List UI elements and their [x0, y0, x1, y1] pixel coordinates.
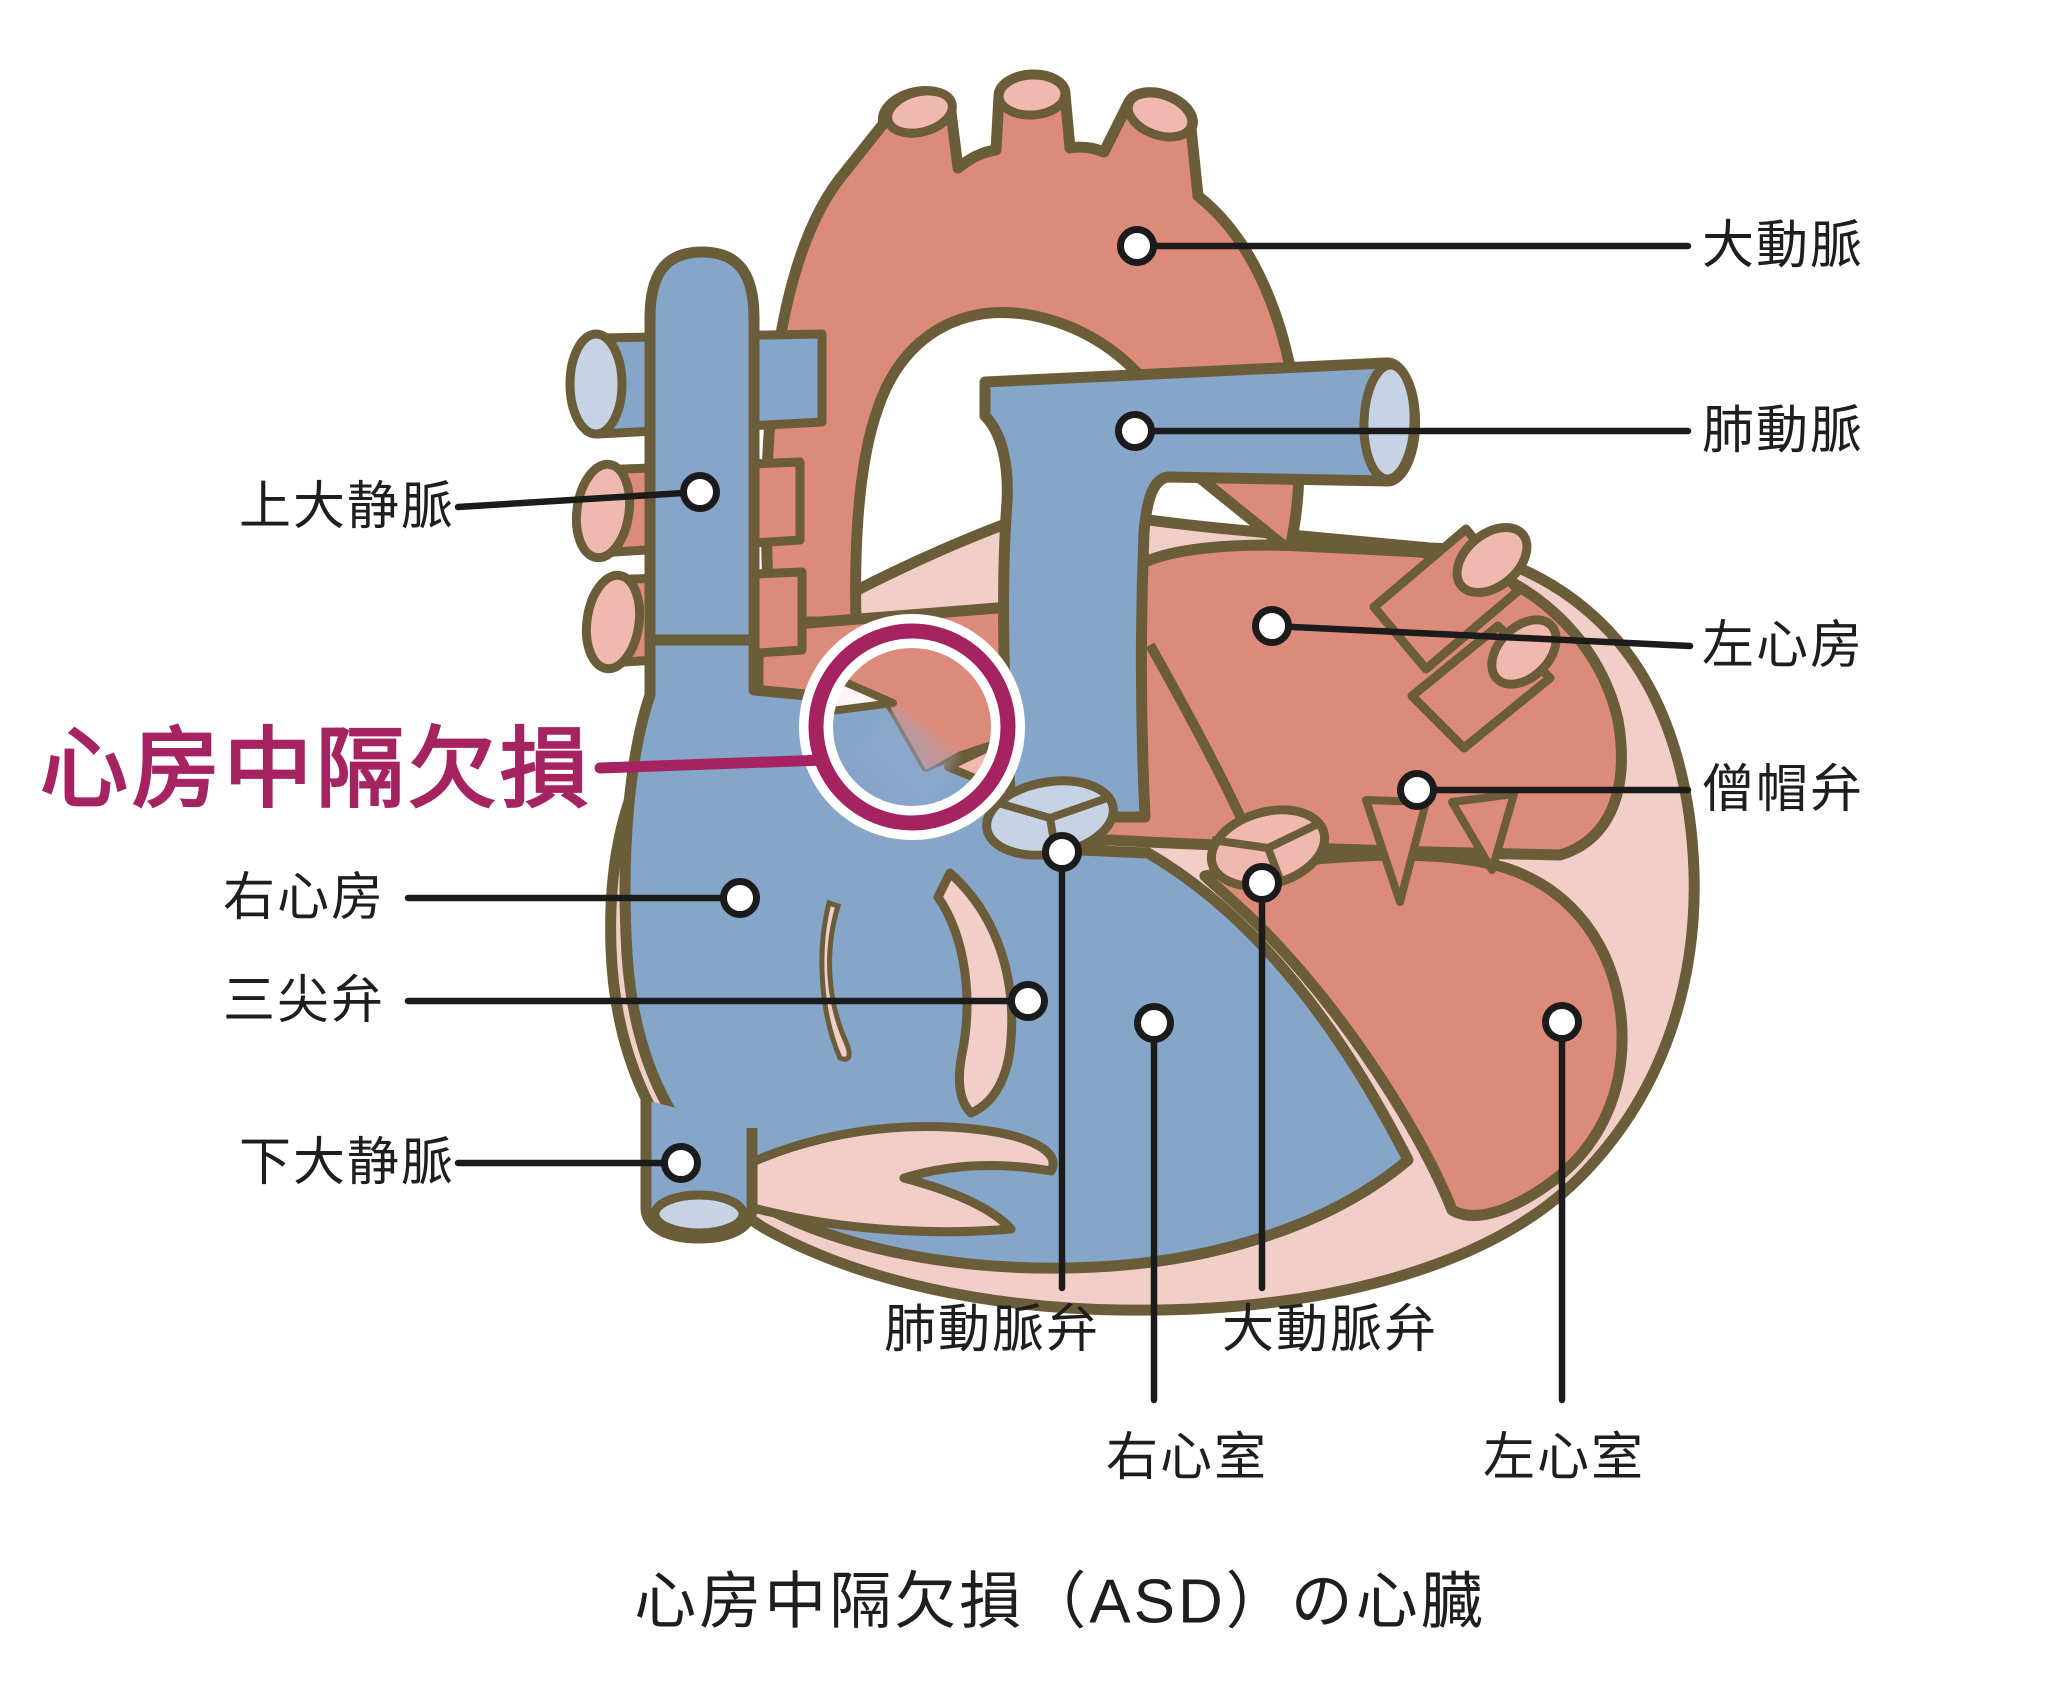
crista-strand [819, 899, 852, 1062]
pulmonary-artery-cut [1359, 360, 1419, 484]
pulmonary-vein-cut-1 [1452, 522, 1532, 598]
superior-vena-cava-shape [644, 246, 760, 654]
pulmonary-artery-dot [1115, 411, 1155, 451]
inferior-vena-cava-outline [640, 1100, 758, 1244]
label-pulmonary-artery: 肺動脈 [1702, 402, 1864, 460]
aorta-dot [1117, 226, 1157, 266]
mitral-leaflet-2 [1448, 790, 1518, 874]
right-ventricle-dot [1134, 1003, 1174, 1043]
pulmonary-vein-left-cut-2 [581, 570, 645, 674]
label-asd-highlight: 心房中隔欠損 [40, 720, 592, 819]
left-ventricle-dot [1542, 1002, 1582, 1042]
right-atrium-dot [720, 878, 760, 918]
pulmonary-vein-left-cut-1 [571, 459, 635, 563]
label-pulmonary-valve: 肺動脈弁 [884, 1301, 1100, 1359]
label-left-ventricle: 左心室 [1483, 1429, 1645, 1487]
tricuspid-valve-dot [1008, 981, 1048, 1021]
inferior-vena-cava-cut [650, 1190, 748, 1238]
right-atrium-ventricle-shape [619, 634, 1414, 1274]
marker-dots [661, 226, 1582, 1183]
superior-vena-cava-dot [680, 472, 720, 512]
asd-highlight-ring [808, 623, 1016, 831]
label-right-atrium: 右心房 [223, 869, 385, 927]
label-right-ventricle: 右心室 [1106, 1429, 1268, 1487]
aorta-branch-cut-1 [883, 86, 957, 138]
label-superior-vena-cava: 上大静脈 [239, 478, 455, 536]
label-left-atrium: 左心房 [1702, 617, 1864, 675]
figure-caption: 心房中隔欠損（ASD）の心臓 [634, 1568, 1485, 1637]
left-atrium-dot [1252, 606, 1292, 646]
aorta-branch-cut-3 [1123, 88, 1197, 142]
mitral-valve-dot [1397, 770, 1437, 810]
inferior-vena-cava-dot [661, 1143, 701, 1183]
label-tricuspid-valve: 三尖弁 [223, 972, 385, 1030]
asd-leader-line [594, 754, 830, 774]
right-pulmonary-artery-cut [565, 329, 627, 439]
label-mitral-valve: 僧帽弁 [1702, 761, 1864, 819]
aorta-branch-cut-2 [994, 70, 1070, 120]
left-ventricle-shape [1199, 849, 1628, 1221]
label-aortic-valve: 大動脈弁 [1222, 1301, 1438, 1359]
aortic-valve-dot [1242, 863, 1282, 903]
pulmonary-valve-dot [1042, 832, 1082, 872]
leader-lines [404, 242, 1694, 1404]
tricuspid-leaflet [933, 868, 1017, 1118]
valve-fork-structure [695, 1122, 1058, 1237]
mitral-leaflet-1 [1362, 796, 1430, 906]
label-inferior-vena-cava: 下大静脈 [239, 1134, 455, 1192]
label-aorta: 大動脈 [1702, 217, 1864, 275]
